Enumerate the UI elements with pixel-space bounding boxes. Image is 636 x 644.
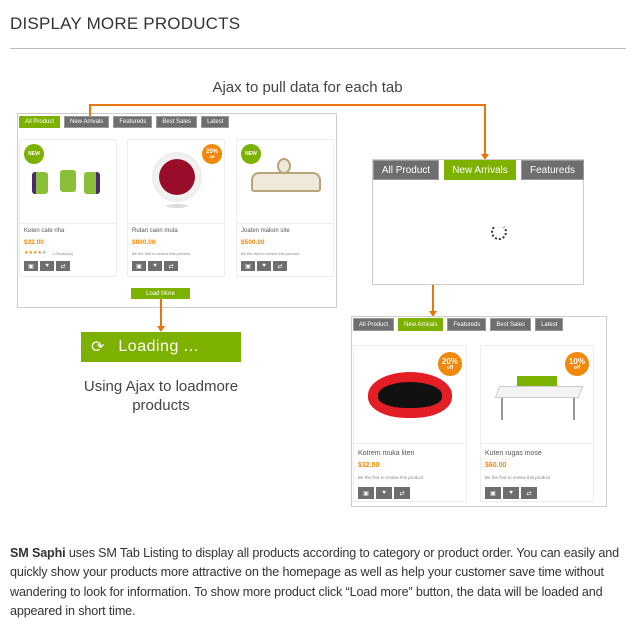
product-actions: ▣ ♥ ⇄ bbox=[358, 487, 410, 499]
product-price: $800.00 bbox=[132, 239, 156, 246]
product-card[interactable]: 20% off Kotrem muka liten $32.00 Be the … bbox=[353, 345, 467, 502]
arrow-icon bbox=[429, 311, 437, 317]
product-actions: ▣ ♥ ⇄ bbox=[485, 487, 537, 499]
tab-bar: All Product New Arrivals Featureds Best … bbox=[19, 116, 230, 128]
loading-label: Loading ... bbox=[118, 338, 199, 355]
add-to-cart-icon[interactable]: ▣ bbox=[24, 261, 38, 271]
tab-latest[interactable]: Latest bbox=[201, 116, 230, 128]
ajax-loadmore-caption: Using Ajax to loadmore products bbox=[83, 378, 239, 414]
product-name[interactable]: Kuten rugas mose bbox=[485, 450, 542, 457]
discount-off: off bbox=[446, 364, 454, 371]
page-title: DISPLAY MORE PRODUCTS bbox=[10, 14, 241, 33]
review-link[interactable]: 1 Review(s) bbox=[52, 251, 74, 256]
tab-featureds[interactable]: Featureds bbox=[521, 160, 584, 180]
connector-line bbox=[484, 104, 486, 156]
load-more-button[interactable]: Load More bbox=[131, 288, 190, 299]
product-price: $32.00 bbox=[358, 462, 380, 469]
loading-button: ⟳ Loading ... bbox=[81, 332, 241, 362]
loading-spinner-icon bbox=[491, 224, 507, 240]
product-card[interactable]: 10% off Kuten rugas mose $60.00 Be the f… bbox=[480, 345, 594, 502]
tab-all-product[interactable]: All Product bbox=[19, 116, 61, 128]
product-card[interactable]: NEW Joaten makon site $500.00 Be the fir… bbox=[236, 139, 334, 277]
loading-spinner-icon: ⟳ bbox=[91, 339, 105, 356]
discount-badge: 20% off bbox=[438, 352, 462, 376]
ajax-tabs-caption: Ajax to pull data for each tab bbox=[212, 79, 403, 96]
connector-line bbox=[89, 104, 486, 106]
compare-icon[interactable]: ⇄ bbox=[521, 487, 537, 499]
discount-off: off bbox=[573, 364, 581, 371]
product-actions: ▣ ♥ ⇄ bbox=[24, 261, 70, 271]
connector-line bbox=[89, 104, 91, 122]
wishlist-icon[interactable]: ♥ bbox=[257, 261, 271, 271]
brand-name: SM Saphi bbox=[10, 546, 66, 560]
review-link[interactable]: Be the first to review this product bbox=[132, 251, 191, 256]
tab-latest[interactable]: Latest bbox=[535, 318, 564, 331]
compare-icon[interactable]: ⇄ bbox=[394, 487, 410, 499]
product-actions: ▣ ♥ ⇄ bbox=[132, 261, 178, 271]
arrow-icon bbox=[157, 326, 165, 332]
connector-line bbox=[432, 280, 434, 312]
discount-value: 10% bbox=[568, 356, 585, 366]
product-card[interactable]: 20% off Rutan caon muta $800.00 Be the f… bbox=[127, 139, 225, 277]
tab-featureds[interactable]: Featureds bbox=[447, 318, 487, 331]
compare-icon[interactable]: ⇄ bbox=[56, 261, 70, 271]
wishlist-icon[interactable]: ♥ bbox=[376, 487, 392, 499]
add-to-cart-icon[interactable]: ▣ bbox=[358, 487, 374, 499]
add-to-cart-icon[interactable]: ▣ bbox=[241, 261, 255, 271]
wishlist-icon[interactable]: ♥ bbox=[503, 487, 519, 499]
tab-all-product[interactable]: All Product bbox=[373, 160, 439, 180]
product-price: $32.00 bbox=[24, 239, 44, 246]
review-link[interactable]: Be the first to review this product bbox=[241, 251, 300, 256]
product-image[interactable] bbox=[354, 346, 466, 444]
connector-line bbox=[160, 299, 162, 327]
compare-icon[interactable]: ⇄ bbox=[273, 261, 287, 271]
tab-all-product[interactable]: All Product bbox=[353, 318, 395, 331]
product-card[interactable]: NEW Kuten cate riha $32.00 ★★★★★ 1 Revie… bbox=[19, 139, 117, 277]
arrow-icon bbox=[481, 154, 489, 160]
product-actions: ▣ ♥ ⇄ bbox=[241, 261, 287, 271]
new-badge: NEW bbox=[24, 144, 44, 164]
product-name[interactable]: Kotrem muka liten bbox=[358, 450, 415, 457]
discount-value: 20% bbox=[441, 356, 458, 366]
tab-switch-preview: All Product New Arrivals Featureds bbox=[372, 159, 584, 285]
discount-value: 20% bbox=[205, 149, 218, 155]
add-to-cart-icon[interactable]: ▣ bbox=[132, 261, 146, 271]
product-image[interactable] bbox=[20, 140, 116, 224]
product-image[interactable] bbox=[237, 140, 333, 224]
tab-best-sales[interactable]: Best Sales bbox=[490, 318, 532, 331]
wishlist-icon[interactable]: ♥ bbox=[148, 261, 162, 271]
tab-new-arrivals[interactable]: New Arrivals bbox=[64, 116, 110, 128]
add-to-cart-icon[interactable]: ▣ bbox=[485, 487, 501, 499]
discount-badge: 20% off bbox=[202, 144, 222, 164]
compare-icon[interactable]: ⇄ bbox=[164, 261, 178, 271]
tab-bar: All Product New Arrivals Featureds Best … bbox=[353, 318, 564, 331]
wishlist-icon[interactable]: ♥ bbox=[40, 261, 54, 271]
review-link[interactable]: Be the first to review this product bbox=[485, 475, 551, 480]
product-image[interactable] bbox=[128, 140, 224, 224]
product-name[interactable]: Joaten makon site bbox=[241, 228, 290, 234]
product-price: $500.00 bbox=[241, 239, 265, 246]
review-link[interactable]: Be the first to review this product bbox=[358, 475, 424, 480]
tab-best-sales[interactable]: Best Sales bbox=[156, 116, 198, 128]
description-text: uses SM Tab Listing to display all produ… bbox=[10, 546, 619, 618]
title-divider bbox=[10, 48, 626, 49]
product-name[interactable]: Kuten cate riha bbox=[24, 228, 65, 234]
tab-featureds[interactable]: Featureds bbox=[113, 116, 153, 128]
rating-stars: ★★★★★ bbox=[24, 250, 47, 256]
product-name[interactable]: Rutan caon muta bbox=[132, 228, 178, 234]
discount-off: off bbox=[209, 154, 215, 159]
product-price: $60.00 bbox=[485, 462, 507, 469]
discount-badge: 10% off bbox=[565, 352, 589, 376]
description-paragraph: SM Saphi uses SM Tab Listing to display … bbox=[10, 544, 630, 621]
product-image[interactable] bbox=[481, 346, 593, 444]
new-badge: NEW bbox=[241, 144, 261, 164]
tab-new-arrivals[interactable]: New Arrivals bbox=[398, 318, 444, 331]
tab-new-arrivals[interactable]: New Arrivals bbox=[444, 160, 516, 180]
